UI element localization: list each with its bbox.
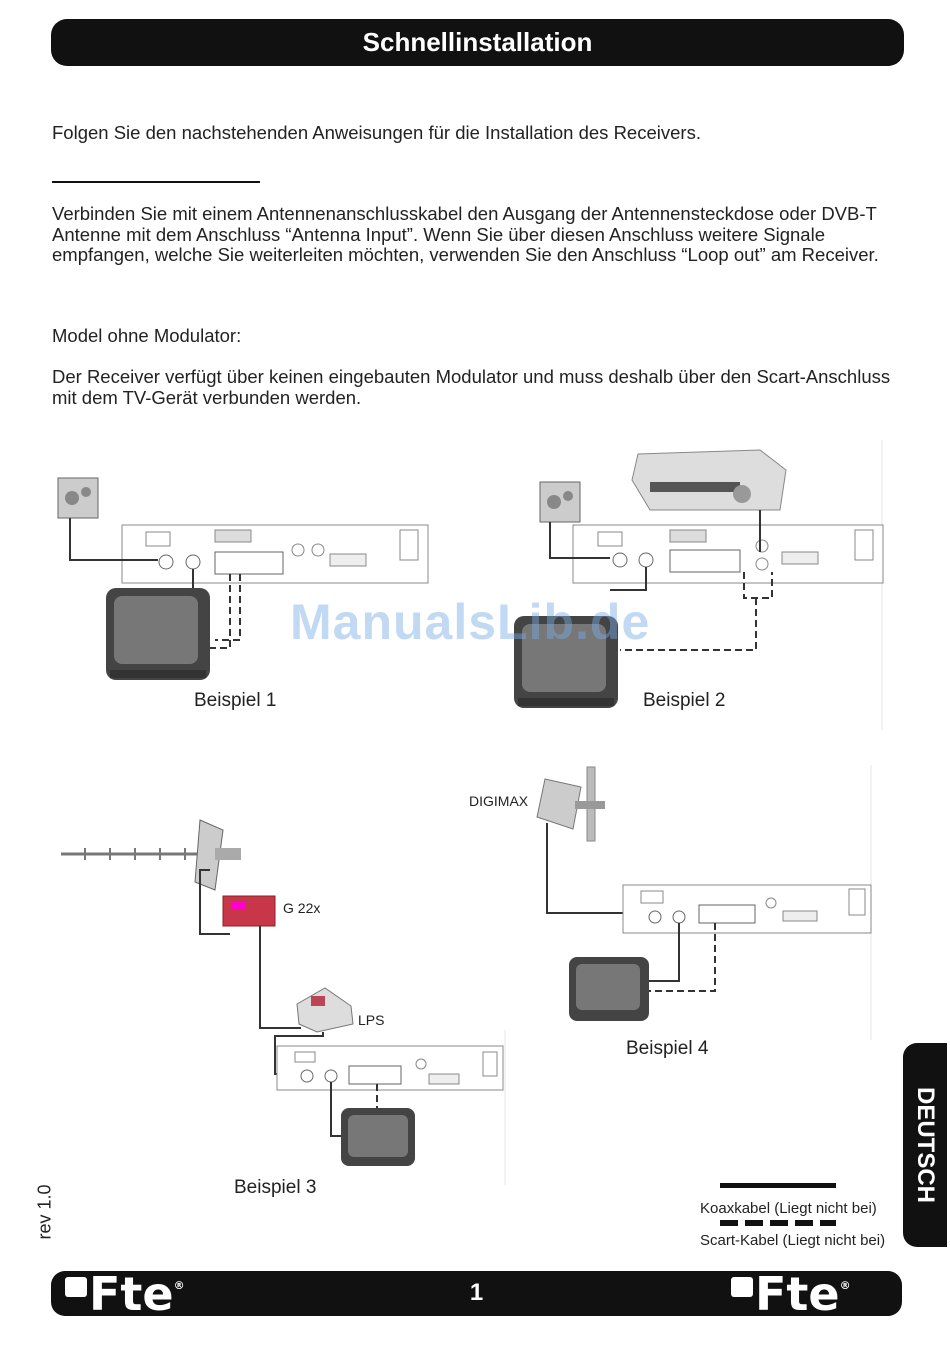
antenna-paragraph: Verbinden Sie mit einem Antennenanschlus… [52, 203, 879, 265]
receiver-back-panel [622, 884, 872, 934]
example1-diagram [57, 477, 429, 680]
receiver-back-panel [276, 1045, 504, 1091]
amplifier-icon [222, 895, 276, 927]
example3-diagram: G 22x LPS [61, 819, 506, 1185]
coax-legend-line [720, 1183, 836, 1188]
section-rule [52, 181, 260, 183]
page-title-bar: Schnellinstallation [51, 19, 904, 66]
example3-caption: Beispiel 3 [234, 1177, 317, 1198]
lps-icon [296, 987, 354, 1033]
tv-icon [514, 616, 618, 708]
scart-legend-text: Scart-Kabel (Liegt nicht bei) [700, 1232, 886, 1249]
page-title: Schnellinstallation [362, 27, 593, 57]
digimax-antenna-icon [536, 766, 605, 842]
tv-icon [106, 588, 210, 680]
example2-caption: Beispiel 2 [643, 690, 726, 711]
model-heading: Model ohne Modulator: [52, 325, 242, 346]
watermark: ManualsLib.de [290, 594, 651, 650]
example1-caption: Beispiel 1 [194, 690, 277, 711]
model-paragraph: Der Receiver verfügt über keinen eingeba… [52, 366, 891, 408]
language-tab: DEUTSCH [903, 1043, 947, 1247]
tv-icon [569, 957, 649, 1021]
tv-icon [341, 1108, 415, 1166]
vcr-icon [631, 449, 787, 511]
page-number: 1 [469, 1279, 484, 1306]
yagi-antenna-icon [61, 819, 241, 891]
logo-square-icon [65, 1277, 87, 1297]
g22x-label: G 22x [283, 900, 320, 916]
revision-label: rev 1.0 [22, 1180, 68, 1244]
footer-bar: Fte® 1 Fte® [51, 1271, 902, 1317]
example4-caption: Beispiel 4 [626, 1038, 709, 1059]
intro-text: Folgen Sie den nachstehenden Anweisungen… [52, 122, 701, 143]
wall-socket-icon [539, 481, 581, 523]
logo-square-icon [731, 1277, 753, 1297]
language-tab-label: DEUTSCH [912, 1086, 939, 1204]
lps-label: LPS [358, 1012, 384, 1028]
example2-diagram [514, 440, 884, 730]
fte-logo-left: Fte® [65, 1271, 185, 1317]
wall-socket-icon [57, 477, 99, 519]
fte-logo-right: Fte® [731, 1271, 851, 1317]
coax-legend-text: Koaxkabel (Liegt nicht bei) [700, 1200, 877, 1217]
digimax-label: DIGIMAX [469, 793, 529, 809]
revision-text: rev 1.0 [34, 1184, 55, 1240]
receiver-back-panel [572, 524, 884, 584]
example4-diagram: DIGIMAX [469, 765, 872, 1040]
scart-legend-line [720, 1220, 836, 1226]
receiver-back-panel [121, 524, 429, 584]
